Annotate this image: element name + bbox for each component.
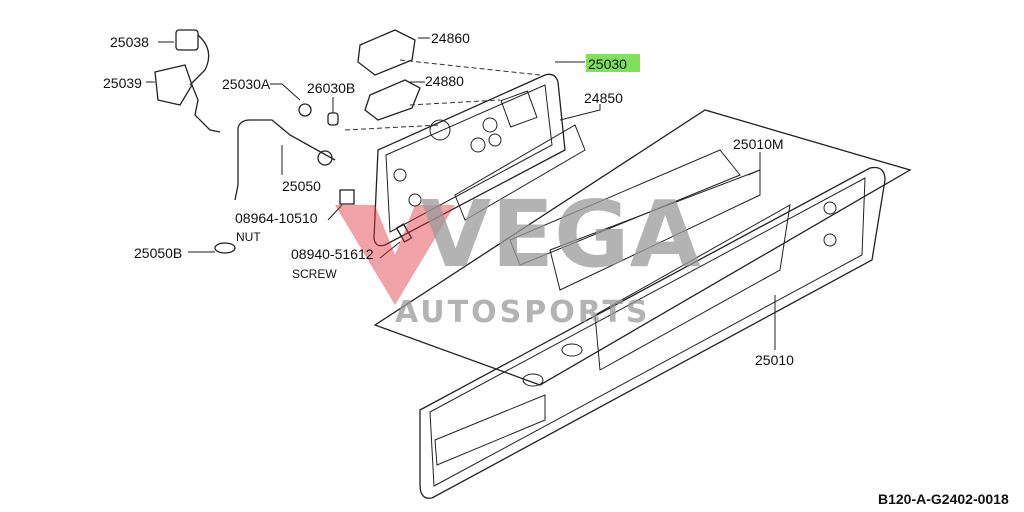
label-25039: 25039 bbox=[103, 75, 142, 91]
frame-24850-drawing bbox=[373, 109, 912, 386]
label-24880: 24880 bbox=[425, 73, 464, 89]
label-25010: 25010 bbox=[755, 352, 794, 368]
highlight-25030 bbox=[586, 54, 640, 72]
switch-25038-25039-drawing bbox=[154, 29, 221, 133]
watermark-brand: VEGA bbox=[420, 181, 701, 288]
label-25030[interactable]: 25030 bbox=[588, 56, 627, 72]
label-24860: 24860 bbox=[431, 30, 470, 46]
label-24850: 24850 bbox=[584, 90, 623, 106]
label-26030B: 26030B bbox=[307, 80, 355, 96]
bracket-24880-drawing bbox=[364, 79, 421, 121]
label-08964-10510: 08964-10510 bbox=[235, 210, 318, 226]
label-08940-51612: 08940-51612 bbox=[291, 246, 374, 262]
label-25050: 25050 bbox=[282, 178, 321, 194]
label-25030A: 25030A bbox=[222, 76, 271, 92]
label-25050B: 25050B bbox=[134, 245, 182, 261]
watermark-tagline: AUTOSPORTS bbox=[395, 295, 651, 330]
dial-plate-drawing bbox=[454, 124, 586, 221]
watermark: VEGA AUTOSPORTS bbox=[335, 181, 701, 330]
label-25038: 25038 bbox=[110, 34, 149, 50]
label-screw: SCREW bbox=[292, 267, 337, 281]
bezel-25010-drawing bbox=[419, 166, 886, 499]
leader-lines bbox=[146, 37, 776, 350]
guide-lines bbox=[344, 59, 541, 131]
label-25010M: 25010M bbox=[733, 136, 784, 152]
cluster-housing-25030-drawing bbox=[373, 73, 566, 247]
diagram-code: B120-A-G2402-0018 bbox=[878, 491, 1009, 507]
brand-logo-icon bbox=[335, 205, 455, 305]
bracket-24860-drawing bbox=[357, 29, 416, 76]
label-nut: NUT bbox=[236, 230, 261, 244]
